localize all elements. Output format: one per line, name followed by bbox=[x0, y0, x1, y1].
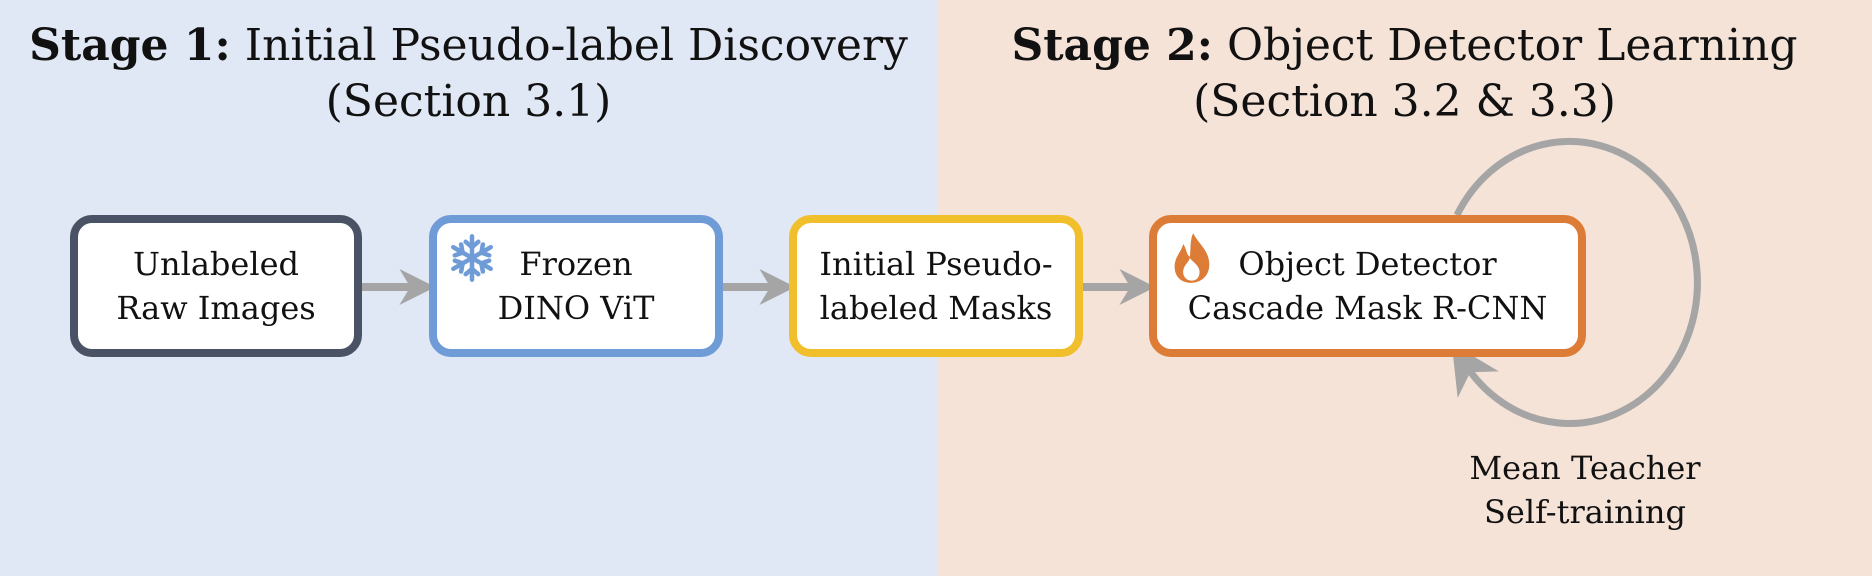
node-4-line-2: Cascade Mask R-CNN bbox=[1187, 289, 1548, 327]
node-2-line-1: Frozen bbox=[519, 245, 633, 283]
node-unlabeled-raw-images: Unlabeled Raw Images bbox=[70, 215, 362, 357]
stage-1-name: Initial Pseudo-label Discovery bbox=[244, 20, 908, 71]
loop-caption-line-1: Mean Teacher bbox=[1469, 449, 1701, 487]
stage-2-title: Stage 2: Object Detector Learning (Secti… bbox=[937, 18, 1872, 130]
loop-caption-line-2: Self-training bbox=[1483, 493, 1686, 531]
snowflake-icon bbox=[451, 234, 493, 282]
node-2-line-2: DINO ViT bbox=[497, 289, 655, 327]
stage-2-heading: Stage 2: Object Detector Learning bbox=[937, 18, 1872, 74]
stage-2-section: (Section 3.2 & 3.3) bbox=[1193, 76, 1616, 127]
node-3-line-2: labeled Masks bbox=[819, 289, 1053, 327]
node-1-line-1: Unlabeled bbox=[133, 245, 299, 283]
stage-2-label: Stage 2: bbox=[1011, 20, 1213, 71]
stage-1-section: (Section 3.1) bbox=[325, 76, 612, 127]
node-1-line-2: Raw Images bbox=[116, 289, 316, 327]
node-frozen-dino-vit: Frozen DINO ViT bbox=[429, 215, 723, 357]
node-object-detector: Object Detector Cascade Mask R-CNN bbox=[1149, 215, 1586, 357]
flame-icon bbox=[1174, 233, 1210, 283]
node-4-line-1: Object Detector bbox=[1238, 245, 1497, 283]
self-training-caption: Mean Teacher Self-training bbox=[1400, 446, 1770, 534]
stage-1-label: Stage 1: bbox=[29, 20, 231, 71]
node-initial-pseudo-labeled-masks: Initial Pseudo- labeled Masks bbox=[789, 215, 1083, 357]
stage-1-title: Stage 1: Initial Pseudo-label Discovery … bbox=[0, 18, 937, 130]
stage-1-heading: Stage 1: Initial Pseudo-label Discovery bbox=[0, 18, 937, 74]
stage-2-name: Object Detector Learning bbox=[1227, 20, 1798, 71]
node-3-line-1: Initial Pseudo- bbox=[819, 245, 1053, 283]
